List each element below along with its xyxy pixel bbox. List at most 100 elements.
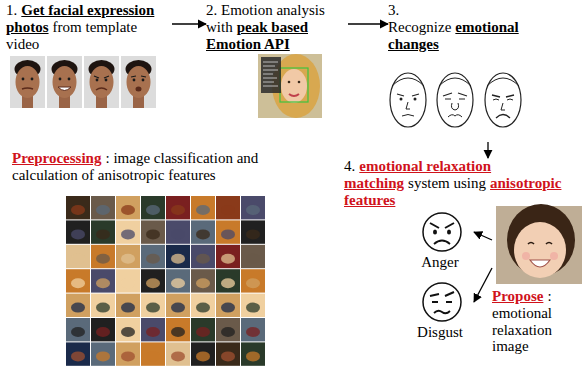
mosaic-tile-detail xyxy=(171,254,185,264)
mosaic-tile-detail xyxy=(246,229,260,239)
expression-photo xyxy=(121,56,156,108)
mosaic-tile xyxy=(166,294,190,317)
mosaic-tile xyxy=(166,196,190,219)
mosaic-tile xyxy=(241,245,265,268)
mosaic-tile xyxy=(216,245,240,268)
mosaic-tile xyxy=(241,294,265,317)
mosaic-tile-detail xyxy=(221,229,235,239)
illustration-part xyxy=(439,78,471,86)
illustration-part xyxy=(390,73,426,127)
illustration-part xyxy=(550,252,558,260)
text-block: 2. Emotion analysis withpeak based Emoti… xyxy=(206,2,348,52)
step-text: 1. xyxy=(6,2,17,18)
mosaic-tile-detail xyxy=(196,229,210,239)
step-text: system using xyxy=(408,175,486,191)
step-text: Anger xyxy=(421,254,459,270)
illustration-part xyxy=(392,78,424,86)
mosaic-tile xyxy=(166,342,190,365)
mosaic-tile-detail xyxy=(171,278,185,288)
mosaic-tile-detail xyxy=(96,254,110,264)
mosaic-image xyxy=(216,342,240,365)
mosaic-tile xyxy=(191,342,215,365)
mosaic-tile-detail xyxy=(121,278,135,288)
mosaic-tile-detail xyxy=(121,254,135,264)
mosaic-image xyxy=(241,269,265,292)
mosaic-image xyxy=(191,196,215,219)
step-text: Disgust xyxy=(417,324,463,340)
mosaic-tile xyxy=(91,294,115,317)
mosaic-tile xyxy=(191,245,215,268)
mosaic-tile xyxy=(91,220,115,243)
mosaic-image xyxy=(241,294,265,317)
mosaic-tile xyxy=(91,269,115,292)
illustration-part xyxy=(16,66,40,98)
illustration-part xyxy=(68,78,71,81)
flow-arrow xyxy=(348,23,388,24)
mosaic-tile-detail xyxy=(196,327,210,337)
illustration-part xyxy=(430,223,454,228)
text-block: Disgust xyxy=(410,324,474,341)
mosaic-image xyxy=(166,342,190,365)
mosaic-image xyxy=(91,196,115,219)
mosaic-image xyxy=(216,196,240,219)
illustration-part xyxy=(22,88,33,89)
illustration-part xyxy=(10,56,45,108)
mosaic-image xyxy=(191,245,215,268)
mosaic-image xyxy=(241,196,265,219)
illustration-part xyxy=(53,66,77,98)
highlighted-term: Propose xyxy=(492,288,543,304)
mosaic-tile xyxy=(141,342,165,365)
mosaic-image xyxy=(241,318,265,341)
mosaic-tile xyxy=(91,342,115,365)
illustration-part xyxy=(414,98,417,101)
illustration-part xyxy=(263,62,278,86)
image-mosaic xyxy=(66,196,265,366)
illustration-part xyxy=(96,88,107,90)
illustration-part xyxy=(258,54,322,118)
mosaic-tile xyxy=(166,220,190,243)
mosaic-tile-detail xyxy=(146,229,160,239)
mosaic-image xyxy=(241,245,265,268)
illustration-part xyxy=(133,79,136,82)
mosaic-image xyxy=(216,269,240,292)
mosaic-tile-detail xyxy=(221,303,235,313)
illustration-part xyxy=(406,102,410,109)
mosaic-image xyxy=(191,318,215,341)
mosaic-tile xyxy=(91,245,115,268)
step-text: 4. xyxy=(344,158,355,174)
illustration-part xyxy=(496,115,510,119)
flow-arrow xyxy=(474,268,492,302)
emotion-sketch xyxy=(390,73,426,127)
mosaic-tile xyxy=(191,318,215,341)
illustration-part xyxy=(94,76,109,78)
mosaic-tile xyxy=(216,269,240,292)
mosaic-tile xyxy=(116,269,140,292)
mosaic-tile-detail xyxy=(121,351,135,361)
step-node: 1.Get facial expression photosfrom templ… xyxy=(6,2,172,54)
illustration-part xyxy=(434,311,450,314)
mosaic-image xyxy=(66,245,90,268)
mosaic-image xyxy=(66,269,90,292)
illustration-part xyxy=(121,56,156,108)
mosaic-tile-detail xyxy=(196,278,210,288)
mosaic-tile xyxy=(141,318,165,341)
illustration-part xyxy=(131,76,146,77)
mosaic-image xyxy=(91,245,115,268)
text-block: 4.emotional relaxation matchingsystem us… xyxy=(344,158,584,208)
illustration-part xyxy=(84,56,119,108)
mosaic-tile-detail xyxy=(96,205,110,215)
expression-photo xyxy=(10,56,45,108)
mosaic-tile-detail xyxy=(246,278,260,288)
illustration-part xyxy=(501,103,505,110)
illustration-part xyxy=(142,79,145,82)
mosaic-image xyxy=(141,269,165,292)
illustration-part xyxy=(289,94,299,96)
mosaic-tile xyxy=(66,342,90,365)
mosaic-tile xyxy=(141,220,165,243)
mosaic-tile xyxy=(166,269,190,292)
mosaic-tile xyxy=(241,342,265,365)
mosaic-tile xyxy=(66,318,90,341)
mosaic-tile-detail xyxy=(171,303,185,313)
illustration-part xyxy=(298,81,301,84)
mosaic-tile-detail xyxy=(246,303,260,313)
